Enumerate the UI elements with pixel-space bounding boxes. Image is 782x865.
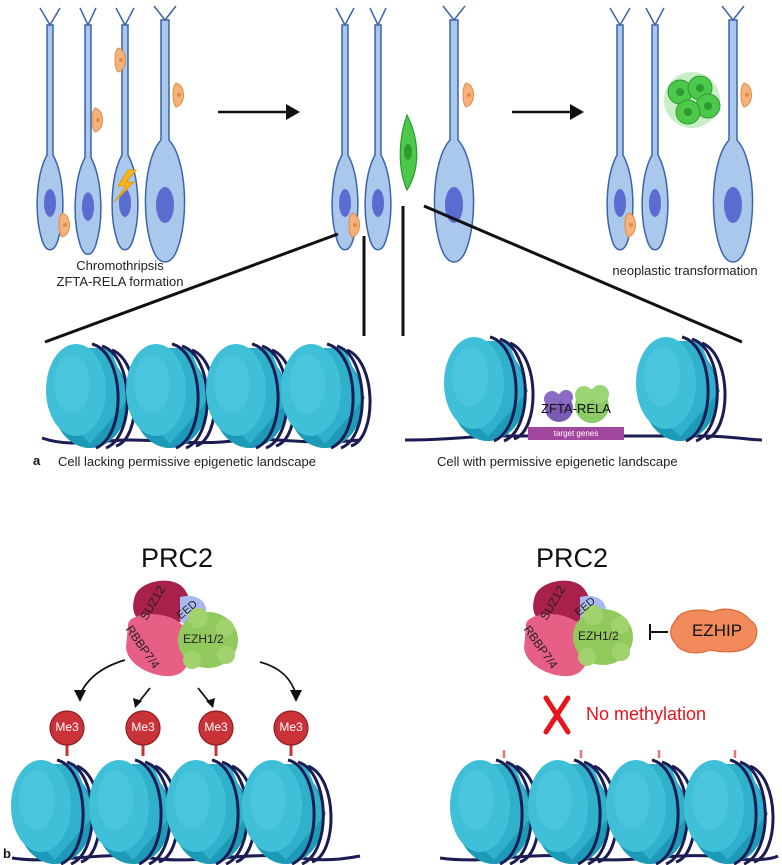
- ezhip-shape: [670, 608, 758, 654]
- stage1-cells: [36, 5, 186, 263]
- target-genes-label: target genes: [553, 429, 599, 438]
- closed-chromatin: [41, 342, 372, 450]
- open-chromatin: [404, 335, 763, 443]
- lightning-icon: [113, 169, 138, 203]
- right-landscape-caption: Cell with permissive epigenetic landscap…: [437, 454, 678, 469]
- stage1-caption-line1: Chromothripsis: [76, 258, 164, 273]
- target-genes-box: [528, 427, 624, 440]
- arrow-icon: [512, 104, 584, 120]
- stage3-caption: neoplastic transformation: [612, 263, 758, 278]
- me3-label: Me3: [204, 720, 228, 734]
- methylated-chromatin: [9, 758, 361, 865]
- inhibition-icon: [649, 624, 668, 640]
- arrowhead-icon: [74, 690, 302, 708]
- subunit-ezh-left: EZH1/2: [183, 632, 224, 646]
- zfta-rela-complex: [544, 385, 609, 423]
- unmethylated-chromatin: [439, 750, 779, 865]
- left-landscape-caption: Cell lacking permissive epigenetic lands…: [58, 454, 316, 469]
- prc2-complex-right: [524, 580, 633, 677]
- x-icon: [543, 695, 571, 735]
- zoom-lines: [44, 204, 743, 344]
- subunit-ezh-right: EZH1/2: [578, 629, 619, 643]
- me3-label: Me3: [55, 720, 79, 734]
- me3-label: Me3: [131, 720, 155, 734]
- no-methylation-label: No methylation: [586, 704, 707, 724]
- me3-marks: [49, 710, 309, 756]
- prc2-complex-left: [126, 580, 238, 677]
- stage2-cells: [331, 5, 475, 263]
- prc2-title-right: PRC2: [536, 543, 609, 573]
- tumor-cluster: [664, 72, 721, 128]
- me3-label: Me3: [279, 720, 303, 734]
- stage3-cells: [606, 5, 754, 263]
- arrow-icon: [218, 104, 300, 120]
- fusion-label: ZFTA-RELA: [541, 401, 611, 416]
- panel-b-letter: b: [3, 846, 11, 861]
- stage1-caption-line2: ZFTA-RELA formation: [56, 274, 184, 289]
- prc2-title-left: PRC2: [141, 543, 214, 573]
- panel-a-letter: a: [33, 453, 41, 468]
- ezhip-label: EZHIP: [691, 621, 743, 640]
